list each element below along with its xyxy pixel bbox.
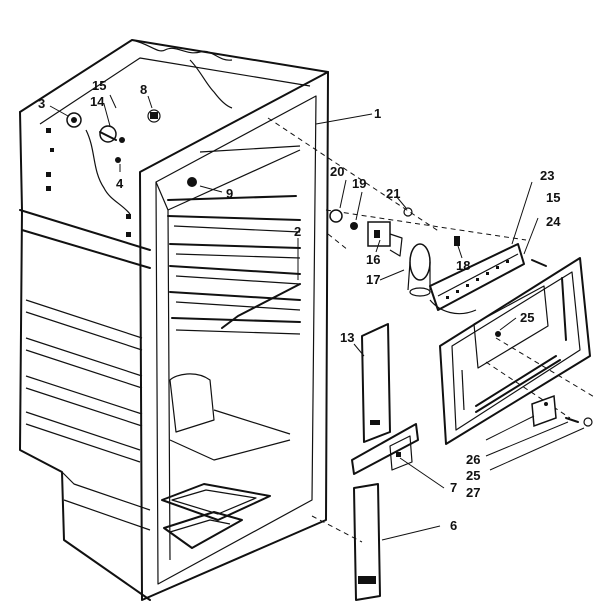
callout-4: 4 [116, 176, 124, 191]
callout-21: 21 [386, 186, 400, 201]
shelves [167, 195, 301, 335]
bracket-13 [361, 323, 391, 443]
divider-rod [221, 238, 301, 329]
callout-7: 7 [450, 480, 457, 495]
housing-teeth [446, 260, 509, 299]
callout-15a: 15 [92, 78, 106, 93]
callout-15b: 15 [546, 190, 560, 205]
callout-17: 17 [366, 272, 380, 287]
callout-1: 1 [374, 106, 381, 121]
callout-26: 26 [466, 452, 480, 467]
callout-labels: 1 2 3 4 6 7 8 9 13 14 15 15 16 17 18 19 … [38, 78, 561, 533]
callout-3: 3 [38, 96, 45, 111]
refrigerator-cabinet [19, 39, 329, 601]
callout-18: 18 [456, 258, 470, 273]
panel-6 [353, 483, 381, 601]
callout-27: 27 [466, 485, 480, 500]
callout-9: 9 [226, 186, 233, 201]
callout-16: 16 [366, 252, 380, 267]
callout-6: 6 [450, 518, 457, 533]
control-panel [439, 257, 593, 445]
control-bracket [329, 207, 547, 315]
callout-20: 20 [330, 164, 344, 179]
strip-7 [351, 423, 419, 475]
control-components [49, 94, 223, 193]
callout-8: 8 [140, 82, 147, 97]
callout-19: 19 [352, 176, 366, 191]
callout-13: 13 [340, 330, 354, 345]
callout-25b: 25 [466, 468, 480, 483]
leader-lines [339, 179, 585, 541]
callout-25a: 25 [520, 310, 534, 325]
callout-24: 24 [546, 214, 561, 229]
callout-23: 23 [540, 168, 554, 183]
callout-2: 2 [294, 224, 301, 239]
callout-14: 14 [90, 94, 105, 109]
